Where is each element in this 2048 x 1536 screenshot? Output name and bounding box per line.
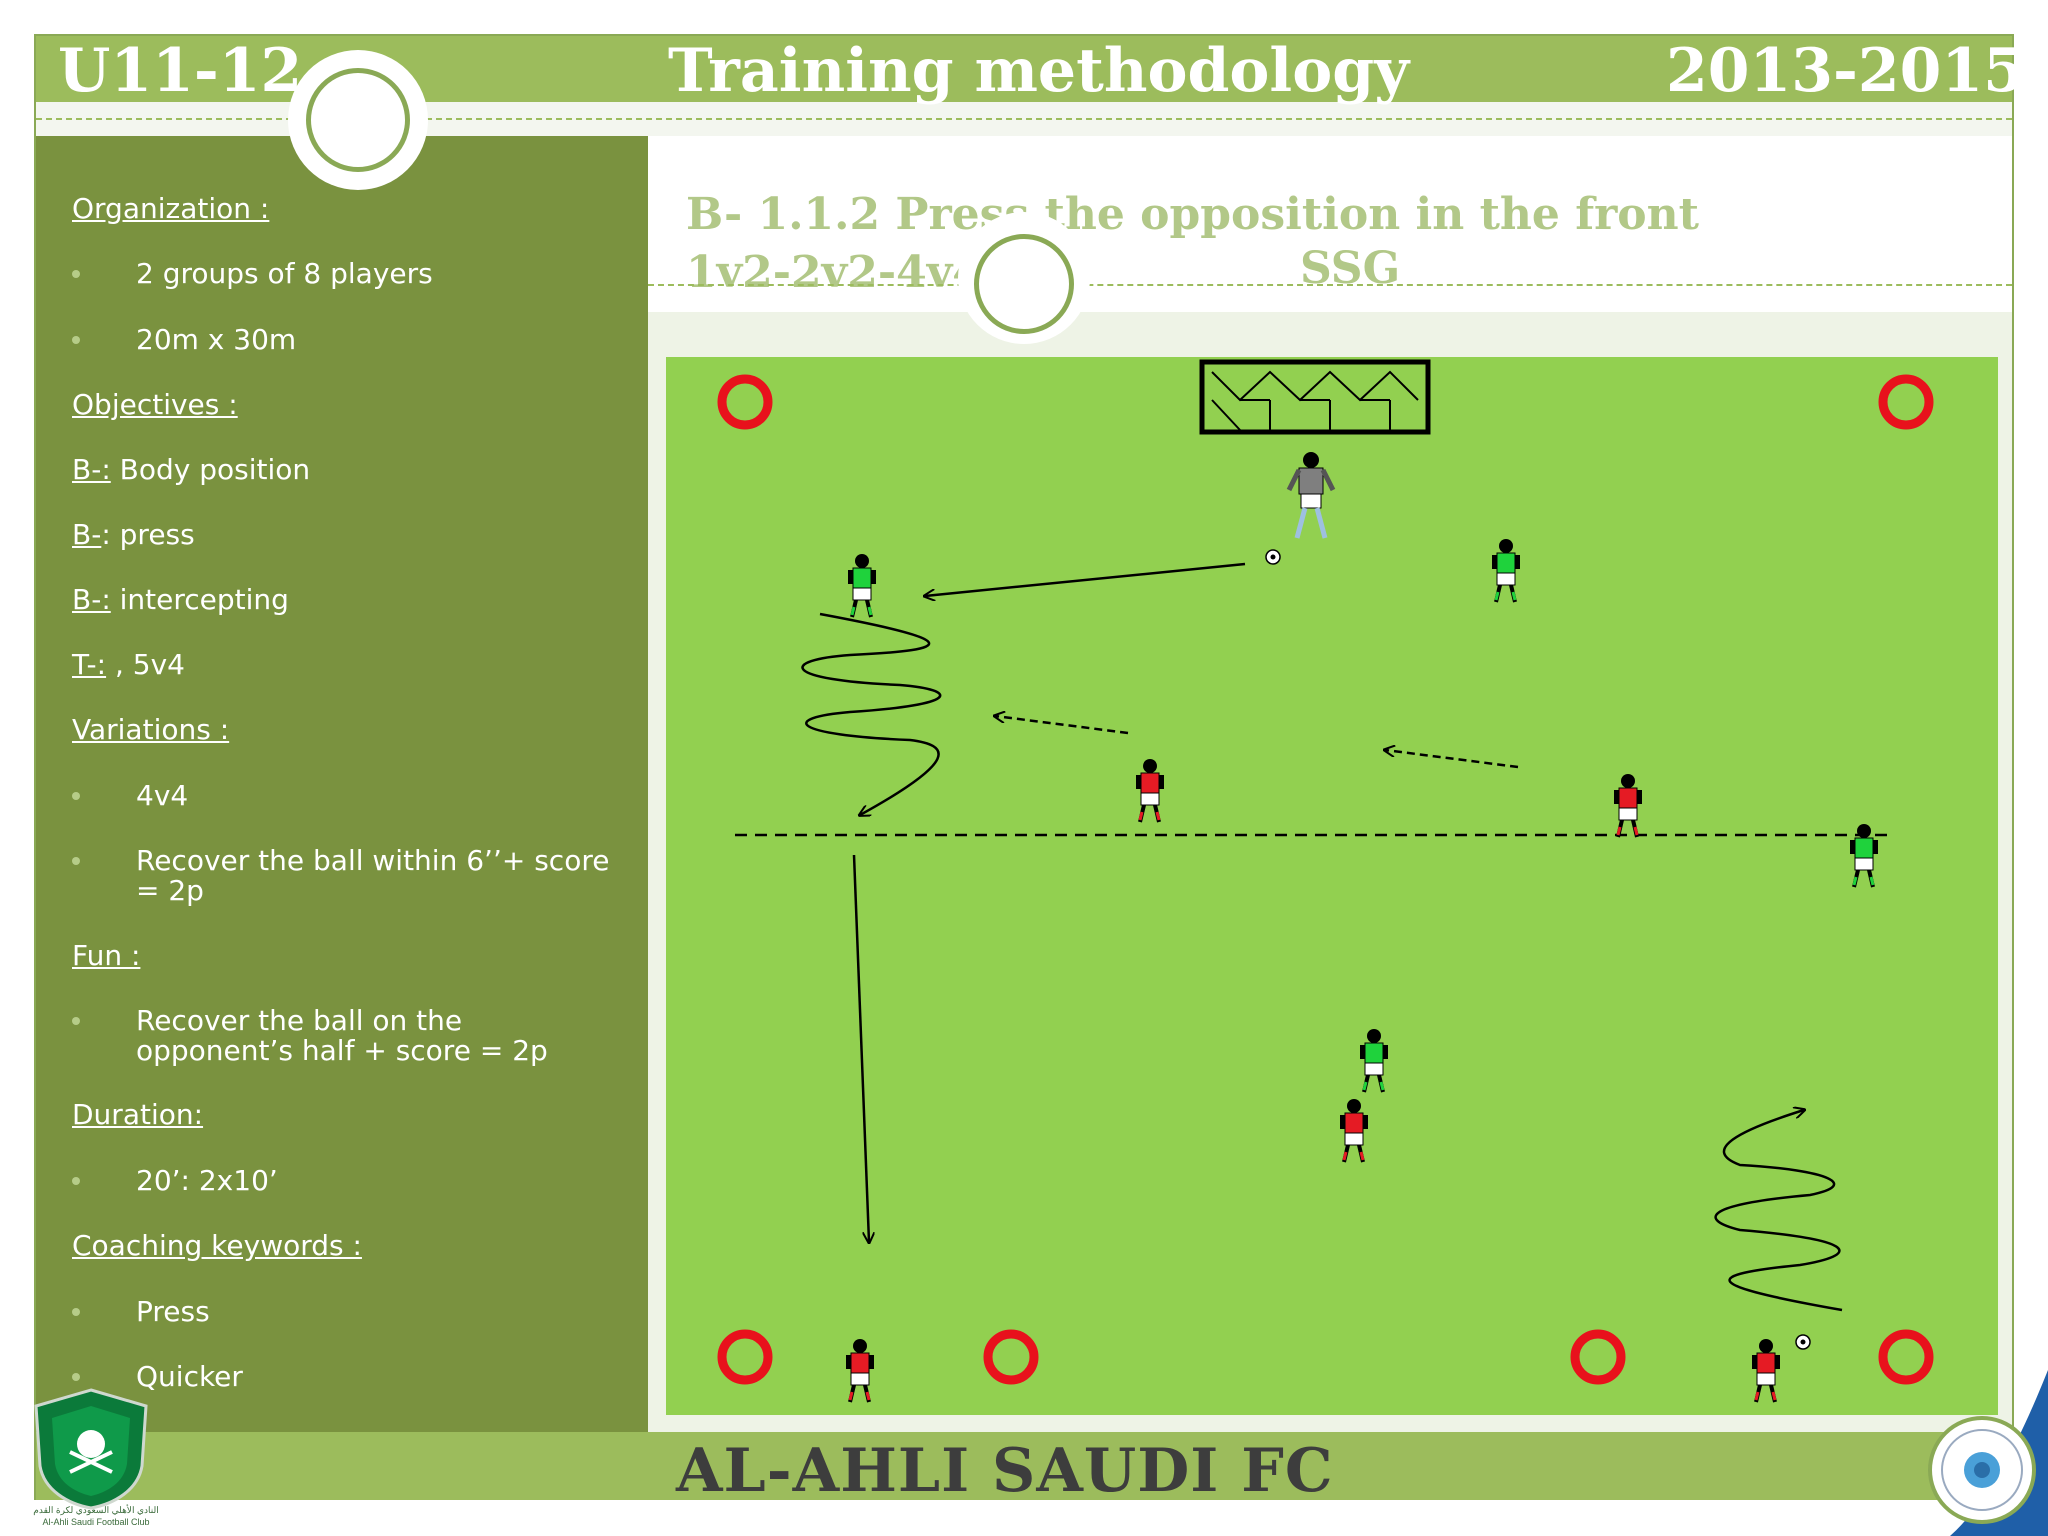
bullet-dot <box>72 1373 80 1381</box>
title-badge-ring <box>974 234 1074 334</box>
objective-prefix: B-: <box>72 583 111 616</box>
crest-caption-ar: النادي الأهلي السعودي لكرة القدم <box>33 1505 159 1515</box>
slide-subtitle-left: 1v2-2v2-4v4 <box>686 247 983 298</box>
pass-arrow <box>925 562 1246 596</box>
objective-prefix: T-: <box>72 648 107 681</box>
objective-text: , 5v4 <box>106 648 185 681</box>
duration-item: 20’: 2x10’ <box>136 1164 278 1197</box>
organization-item: 2 groups of 8 players <box>136 257 433 290</box>
variations-heading: Variations : <box>72 713 230 746</box>
objective-text: Body position <box>110 453 311 486</box>
green-player <box>846 552 878 619</box>
run-arrow <box>852 854 869 1242</box>
club-crest-logo <box>34 1388 148 1510</box>
header-title: Training methodology <box>668 36 1410 106</box>
organization-heading: Organization : <box>72 192 270 225</box>
press-arrow <box>1385 750 1519 769</box>
fun-heading: Fun : <box>72 939 141 972</box>
bullet-dot <box>72 336 80 344</box>
bullet-dot <box>72 270 80 278</box>
objective-item: B-: intercepting <box>72 585 289 615</box>
objective-text: intercepting <box>110 583 289 616</box>
green-player <box>1848 822 1880 889</box>
ball <box>1795 1334 1811 1350</box>
cone-bottom-right-inner <box>1570 1329 1626 1385</box>
organization-item: 20m x 30m <box>136 323 297 356</box>
fun-item: Recover the ball on the <box>136 1004 463 1037</box>
red-player <box>1338 1097 1370 1164</box>
title-area <box>648 136 2012 312</box>
season-label: 2013-2015 <box>1666 36 2025 106</box>
footer-bar <box>36 1432 2012 1500</box>
goal <box>1199 359 1431 435</box>
cone-bottom-left-inner <box>983 1329 1039 1385</box>
academy-logo <box>1928 1370 2048 1536</box>
red-player <box>1612 772 1644 839</box>
bullet-dot <box>72 1308 80 1316</box>
objective-text: : press <box>101 518 195 551</box>
bullet-dot <box>72 792 80 800</box>
green-player <box>1358 1027 1390 1094</box>
cone-bottom-left <box>717 1329 773 1385</box>
crest-caption-en: Al-Ahli Saudi Football Club <box>42 1517 150 1527</box>
objective-item: B-: press <box>72 520 195 550</box>
objectives-heading: Objectives : <box>72 388 238 421</box>
goalkeeper <box>1286 452 1336 539</box>
slide-title: B- 1.1.2 Press the opposition in the fro… <box>686 189 1699 240</box>
header-badge-ring <box>306 68 410 172</box>
sidebar-panel <box>36 136 648 1432</box>
header-divider <box>36 118 2012 120</box>
fun-item-continued: opponent’s half + score = 2p <box>136 1034 548 1067</box>
variation-item: 4v4 <box>136 779 189 812</box>
title-divider <box>648 284 2012 286</box>
ball <box>1265 549 1281 565</box>
cone-top-right <box>1878 374 1934 430</box>
press-arrow <box>995 716 1129 735</box>
duration-heading: Duration: <box>72 1098 204 1131</box>
bullet-dot <box>72 1017 80 1025</box>
objective-prefix: B- <box>72 518 102 551</box>
age-group-label: U11-12 <box>58 36 303 106</box>
club-name: AL-AHLI SAUDI FC <box>676 1436 1334 1506</box>
bullet-dot <box>72 857 80 865</box>
bullet-dot <box>72 1177 80 1185</box>
cone-bottom-right <box>1878 1329 1934 1385</box>
keywords-heading: Coaching keywords : <box>72 1229 362 1262</box>
red-player <box>1134 757 1166 824</box>
keyword-item: Quicker <box>136 1360 243 1393</box>
red-player <box>844 1337 876 1404</box>
red-player <box>1750 1337 1782 1404</box>
green-player <box>1490 537 1522 604</box>
objective-item: T-: , 5v4 <box>72 650 185 680</box>
variation-item-continued: = 2p <box>136 874 204 907</box>
crest-caption: النادي الأهلي السعودي لكرة القدم Al-Ahli… <box>8 1504 184 1532</box>
objective-item: B-: Body position <box>72 455 310 485</box>
dribble-arrow <box>1714 1110 1843 1312</box>
training-pitch <box>666 357 1998 1415</box>
variation-item: Recover the ball within 6’’+ score <box>136 844 610 877</box>
objective-prefix: B-: <box>72 453 111 486</box>
dribble-arrow <box>801 612 942 815</box>
keyword-item: Press <box>136 1295 210 1328</box>
cone-top-left <box>717 374 773 430</box>
